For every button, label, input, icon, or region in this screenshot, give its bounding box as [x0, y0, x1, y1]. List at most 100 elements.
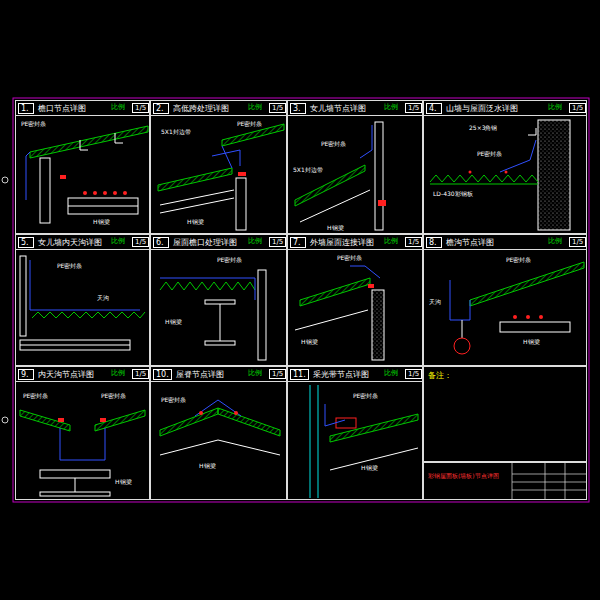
eave-detail	[103, 191, 107, 195]
inner-gutter-section	[40, 492, 110, 496]
title-block-grid	[565, 462, 566, 500]
inner-gutter-section	[60, 428, 105, 460]
detail-panel: 2.高低跨处理详图	[150, 100, 287, 234]
scale-value: 1/5	[569, 103, 586, 113]
eave-detail	[93, 191, 97, 195]
roof-eave-detail	[258, 270, 266, 360]
detail-number: 6.	[153, 237, 169, 248]
callout-label: H钢梁	[300, 338, 319, 345]
scale-value: 1/5	[569, 237, 586, 247]
eave-detail	[60, 175, 66, 179]
callout-label: H钢梁	[360, 464, 379, 471]
scale-caption: 比例	[247, 369, 263, 377]
inner-gutter-section	[100, 418, 106, 422]
inner-gutter-section	[58, 418, 64, 422]
callout-label: PE密封条	[160, 396, 187, 403]
eave-detail	[68, 198, 138, 214]
eave-gutter-detail	[462, 320, 463, 338]
detail-number: 4.	[426, 103, 442, 114]
eave-detail	[80, 140, 88, 150]
callout-label: PE密封条	[505, 256, 532, 263]
wall-roof-detail	[295, 310, 368, 330]
scale-value: 1/5	[405, 103, 422, 113]
detail-title: 外墙屋面连接详图	[310, 238, 374, 247]
parapet-detail	[360, 125, 372, 158]
ridge-detail	[160, 440, 280, 455]
ridge-detail	[234, 411, 238, 415]
roof-eave-detail	[160, 270, 266, 360]
gable-flashing-detail	[430, 184, 538, 185]
step-detail	[158, 124, 284, 230]
callout-label: PE密封条	[320, 140, 347, 147]
panel-header: 2.高低跨处理详图	[151, 101, 286, 116]
inner-gutter-section	[20, 410, 145, 496]
eave-detail	[123, 191, 127, 195]
eave-gutter-detail	[513, 315, 517, 319]
eave-detail	[40, 158, 50, 223]
step-detail	[222, 124, 284, 146]
eave-detail	[30, 126, 148, 158]
detail-title: 女儿墙内天沟详图	[38, 238, 102, 247]
eave-gutter-detail	[450, 262, 584, 354]
inner-gutter-detail	[30, 260, 140, 310]
inner-gutter-detail	[32, 312, 145, 318]
callout-label: PE密封条	[336, 254, 363, 261]
parapet-detail	[375, 122, 383, 230]
scale-value: 1/5	[269, 103, 286, 113]
roof-eave-detail	[220, 304, 221, 341]
detail-panel: 6.屋面檐口处理详图	[150, 234, 287, 366]
step-detail	[212, 150, 240, 166]
detail-title: 檐口节点详图	[38, 104, 86, 113]
eave-detail	[26, 152, 30, 200]
detail-panel: 5.女儿墙内天沟详图	[15, 234, 150, 366]
detail-panel: 11.采光带节点详图	[287, 366, 423, 500]
callout-label: H钢梁	[114, 478, 133, 485]
title-block-grid	[512, 490, 587, 491]
title-block-grid	[512, 482, 587, 483]
detail-number: 8.	[426, 237, 442, 248]
callout-label: H钢梁	[92, 218, 111, 225]
eave-gutter-detail	[450, 280, 470, 320]
panel-header: 3.女儿墙节点详图	[288, 101, 422, 116]
scale-caption: 比例	[247, 103, 263, 111]
eave-detail	[68, 206, 138, 207]
eave-detail	[83, 191, 87, 195]
gable-flashing-detail	[528, 128, 536, 135]
callout-label: 天沟	[96, 294, 110, 301]
eave-detail	[115, 133, 123, 143]
wall-roof-detail	[295, 266, 384, 360]
callout-label: 5X1封边带	[160, 128, 192, 135]
binding-hole	[2, 417, 8, 423]
gable-flashing-detail	[505, 171, 508, 174]
detail-number: 1.	[18, 103, 34, 114]
wall-roof-detail	[372, 290, 384, 360]
callout-label: PE密封条	[100, 392, 127, 399]
notes-panel: 备注：	[423, 366, 587, 462]
panel-header: 1. 檐口节点详图	[16, 101, 149, 116]
parapet-detail	[295, 122, 386, 230]
scale-caption: 比例	[383, 103, 399, 111]
drawing-title: 彩钢屋面板(墙板)节点详图	[424, 468, 503, 483]
scale-value: 1/5	[405, 369, 422, 379]
callout-label: H钢梁	[522, 338, 541, 345]
eave-gutter-detail	[454, 338, 470, 354]
step-detail	[222, 146, 232, 168]
ridge-detail	[160, 408, 218, 436]
roof-eave-detail	[205, 341, 235, 345]
scale-caption: 比例	[110, 237, 126, 245]
detail-panel: 8.檐沟节点详图	[423, 234, 587, 366]
title-block-grid	[512, 462, 587, 500]
detail-title: 山墙与屋面泛水详图	[446, 104, 518, 113]
eave-gutter-detail	[470, 262, 584, 306]
gable-flashing-detail	[500, 140, 536, 172]
eave-detail	[113, 191, 117, 195]
scale-value: 1/5	[132, 369, 149, 379]
skylight-detail	[310, 385, 311, 498]
inner-gutter-section	[95, 410, 145, 431]
detail-title: 屋脊节点详图	[176, 370, 224, 379]
skylight-detail	[325, 404, 345, 426]
detail-panel: 10.屋脊节点详图	[150, 366, 287, 500]
notes-heading: 备注：	[424, 367, 586, 384]
